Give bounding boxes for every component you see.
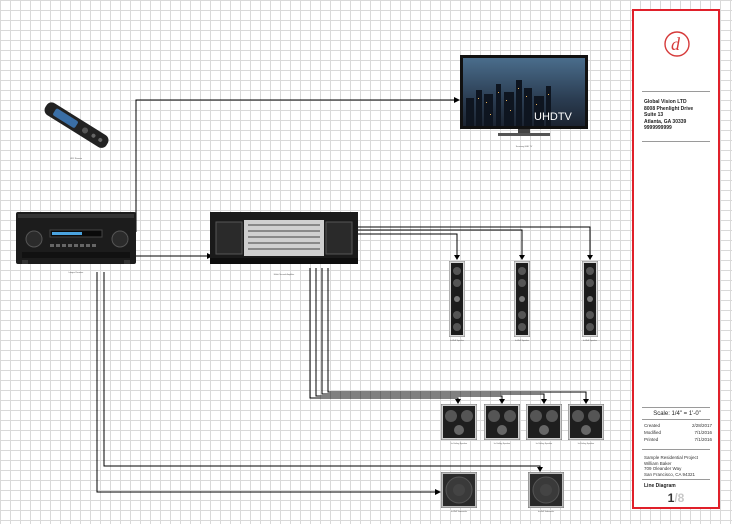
caption-receiver: Integra Receiver: [68, 272, 84, 274]
ceiling-speaker-1: [440, 403, 478, 441]
av-receiver: [16, 212, 136, 266]
company-info: Global Vision LTD 8008 Phenlight Drive S…: [644, 99, 716, 132]
uhd-tv: UHDTV: [458, 54, 590, 138]
page-current: 1: [667, 491, 675, 505]
caption-ceiling-speaker-2: In-Ceiling Speaker: [493, 443, 511, 445]
scale-label: Scale: 1/4" = 1'-0": [653, 411, 701, 417]
svg-text:d: d: [671, 34, 681, 54]
page-number: 1/8: [634, 491, 718, 505]
caption-subwoofer-2: In-Wall Subwoofer: [537, 511, 555, 513]
remote-icon: [44, 102, 109, 148]
subwoofer-icon: [440, 471, 478, 509]
ceiling-speaker-3: [525, 403, 563, 441]
speaker-icon: [581, 260, 599, 338]
ceiling-speaker-2: [483, 403, 521, 441]
tower-speaker-1: [448, 260, 466, 338]
speaker-icon: [440, 403, 478, 441]
wire-amp-to-tower-3: [357, 226, 591, 255]
caption-tower-speaker-3: In-Wall Speaker: [582, 340, 598, 342]
tv-screen-label: UHDTV: [534, 111, 573, 123]
tower-speaker-3: [581, 260, 599, 338]
caption-remote: URC Remote: [70, 158, 82, 160]
caption-tower-speaker-1: In-Wall Speaker: [449, 340, 465, 342]
company-city: Atlanta, GA 30339: [644, 118, 687, 125]
page-total: /8: [674, 491, 685, 505]
remote-control: [36, 100, 116, 152]
project-client: William Baker: [644, 460, 672, 466]
wire-amp-to-ceiling-4: [327, 268, 587, 402]
speaker-icon: [525, 403, 563, 441]
speaker-icon: [513, 260, 531, 338]
project-name: Sample Residential Project: [644, 455, 699, 460]
caption-tower-speaker-2: In-Wall Speaker: [514, 340, 530, 342]
company-phone: 9999999999: [644, 125, 672, 131]
wire-amp-to-ceiling-3: [321, 268, 545, 402]
sheet-title: Line Diagram: [644, 483, 676, 489]
caption-ceiling-speaker-3: In-Ceiling Speaker: [535, 443, 553, 445]
wire-amp-to-tower-1: [357, 233, 458, 255]
wire-amp-to-tower-2: [357, 229, 523, 255]
project-city: San Francisco, CA 94321: [644, 471, 696, 477]
caption-tv: Samsung UHD TV: [515, 146, 533, 148]
wire-receiver-to-tv: [135, 99, 455, 232]
wire-amp-to-ceiling-2: [315, 268, 503, 402]
caption-ceiling-speaker-4: In-Ceiling Speaker: [577, 443, 595, 445]
subwoofer-2: [527, 471, 565, 509]
project-street: 709 Oleander Way: [644, 466, 682, 471]
receiver-icon: [16, 212, 136, 264]
tower-speaker-2: [513, 260, 531, 338]
speaker-icon: [567, 403, 605, 441]
amplifier-icon: [210, 212, 358, 264]
company-name: Global Vision LTD: [644, 99, 687, 105]
project-info: Sample Residential Project William Baker…: [644, 455, 716, 477]
title-block: d Global Vision LTD 8008 Phenlight Drive…: [632, 9, 720, 509]
wire-amp-to-ceiling-1: [309, 268, 459, 402]
ceiling-speaker-4: [567, 403, 605, 441]
caption-subwoofer-1: In-Wall Subwoofer: [450, 511, 468, 513]
subwoofer-1: [440, 471, 478, 509]
caption-ceiling-speaker-1: In-Ceiling Speaker: [450, 443, 468, 445]
company-address-2: Suite 13: [644, 112, 664, 118]
company-address-1: 8008 Phenlight Drive: [644, 105, 694, 112]
amplifier: [210, 212, 358, 266]
caption-amplifier: Multi-Channel Amplifier: [273, 274, 295, 276]
speaker-icon: [483, 403, 521, 441]
company-logo-icon: d: [664, 31, 690, 57]
tv-icon: UHDTV: [460, 55, 588, 136]
wire-receiver-to-subwoofer-1: [96, 272, 436, 493]
subwoofer-icon: [527, 471, 565, 509]
speaker-icon: [448, 260, 466, 338]
